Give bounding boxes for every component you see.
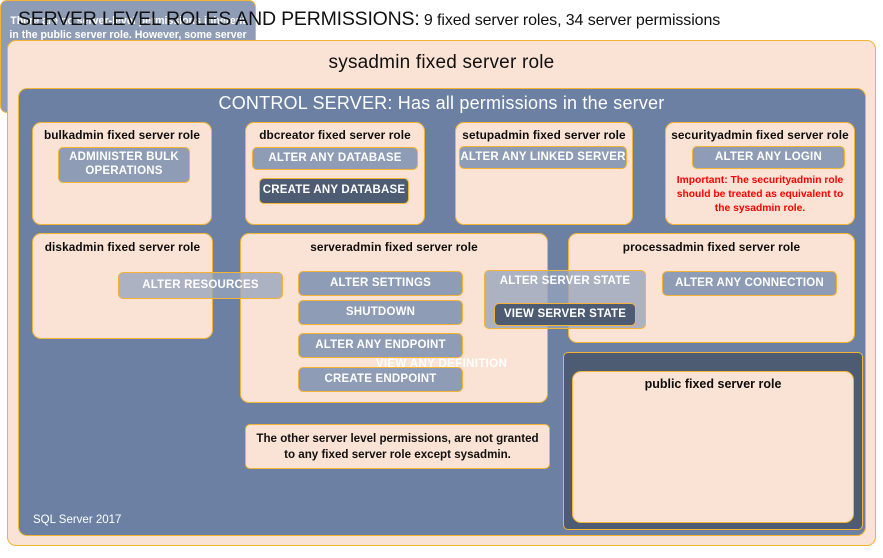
permission-shutdown[interactable]: SHUTDOWN bbox=[298, 300, 463, 325]
footer-label: SQL Server 2017 bbox=[33, 514, 122, 526]
permission-alter-any-login[interactable]: ALTER ANY LOGIN bbox=[692, 146, 845, 169]
setupadmin-role-label: setupadmin fixed server role bbox=[462, 128, 626, 142]
permission-alter-resources[interactable]: ALTER RESOURCES bbox=[118, 272, 283, 299]
securityadmin-role-label: securityadmin fixed server role bbox=[671, 128, 849, 142]
page-title: SERVER LEVEL ROLES AND PERMISSIONS: 9 fi… bbox=[18, 8, 868, 36]
public-role-box bbox=[572, 371, 854, 523]
page-title-strong: SERVER LEVEL ROLES AND PERMISSIONS: bbox=[18, 8, 420, 30]
permission-create-endpoint[interactable]: CREATE ENDPOINT bbox=[298, 367, 463, 392]
setupadmin-role-box bbox=[455, 122, 633, 225]
permission-alter-any-connection[interactable]: ALTER ANY CONNECTION bbox=[662, 271, 837, 296]
public-role-label: public fixed server role bbox=[644, 377, 782, 391]
dbcreator-role-box bbox=[245, 122, 425, 225]
permission-create-any-database[interactable]: CREATE ANY DATABASE bbox=[259, 178, 409, 204]
dbcreator-role-label: dbcreator fixed server role bbox=[259, 128, 411, 142]
permission-alter-any-database[interactable]: ALTER ANY DATABASE bbox=[252, 147, 418, 170]
sysadmin-role-label: sysadmin fixed server role bbox=[328, 52, 555, 73]
page-title-rest: 9 fixed server roles, 34 server permissi… bbox=[419, 12, 721, 29]
processadmin-role-label: processadmin fixed server role bbox=[622, 240, 801, 254]
securityadmin-warning-text: Important: The securityadmin role should… bbox=[676, 175, 844, 214]
control-server-label: CONTROL SERVER: Has all permissions in t… bbox=[218, 93, 665, 113]
permission-administer-bulk-operations[interactable]: ADMINISTER BULK OPERATIONS bbox=[58, 147, 190, 183]
permission-alter-settings[interactable]: ALTER SETTINGS bbox=[298, 271, 463, 296]
permission-alter-any-endpoint[interactable]: ALTER ANY ENDPOINT bbox=[298, 333, 463, 358]
bulkadmin-role-label: bulkadmin fixed server role bbox=[43, 128, 201, 142]
other-permissions-note: The other server level permissions, are … bbox=[245, 424, 550, 469]
permission-view-any-definition-label: VIEW ANY DEFINITION bbox=[375, 357, 508, 370]
securityadmin-role-box bbox=[665, 122, 855, 225]
diskadmin-role-label: diskadmin fixed server role bbox=[44, 240, 201, 254]
permission-view-server-state[interactable]: VIEW SERVER STATE bbox=[494, 303, 636, 326]
permission-alter-any-linked-server[interactable]: ALTER ANY LINKED SERVER bbox=[459, 146, 627, 169]
serveradmin-role-label: serveradmin fixed server role bbox=[310, 240, 478, 254]
